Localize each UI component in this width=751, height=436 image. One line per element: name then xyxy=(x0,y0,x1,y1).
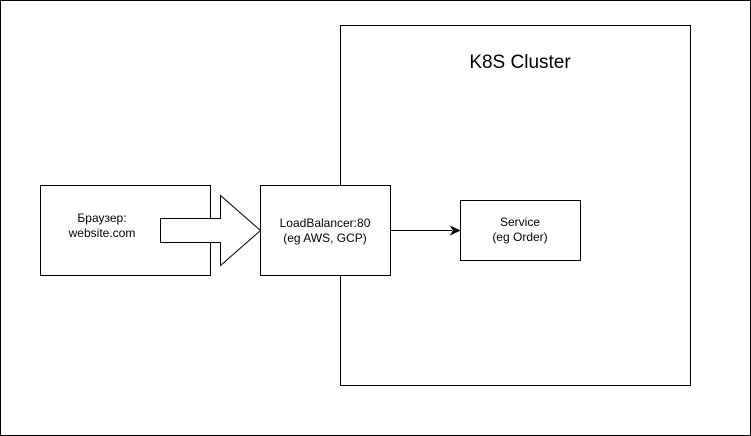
load-balancer-node[interactable]: LoadBalancer:80 (eg AWS, GCP) xyxy=(260,185,391,276)
lb-to-service-connector xyxy=(390,225,461,236)
load-balancer-label-line2: (eg AWS, GCP) xyxy=(283,231,367,245)
arrowhead-icon xyxy=(449,225,461,236)
load-balancer-box xyxy=(260,185,391,276)
load-balancer-label-line1: LoadBalancer:80 xyxy=(280,216,371,230)
browser-label-line2: website.com xyxy=(68,226,136,240)
service-label-line2: (eg Order) xyxy=(492,230,547,244)
browser-label-line1: Браузер: xyxy=(77,211,126,225)
service-box xyxy=(460,200,581,261)
block-arrow-icon xyxy=(160,194,262,267)
service-label-line1: Service xyxy=(500,215,540,229)
service-node[interactable]: Service (eg Order) xyxy=(460,200,581,261)
k8s-cluster-title: K8S Cluster xyxy=(469,52,571,73)
